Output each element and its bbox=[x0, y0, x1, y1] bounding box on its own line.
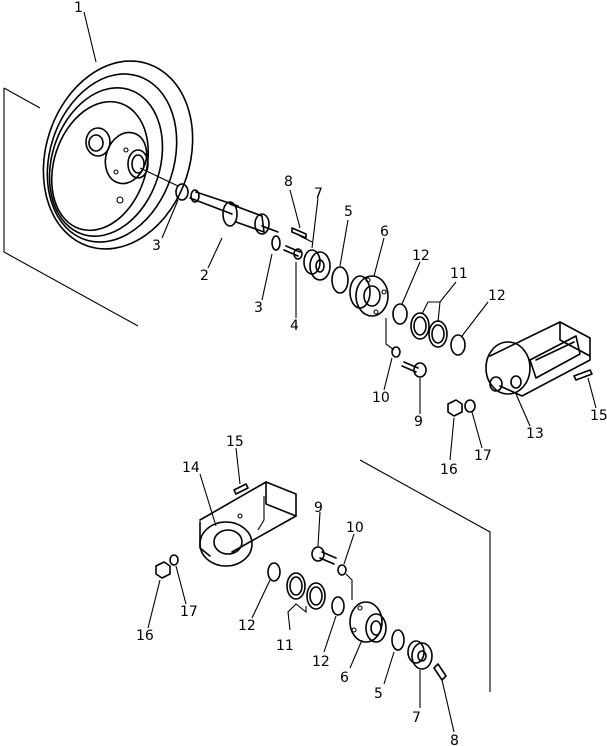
callout-7: 7 bbox=[412, 710, 421, 726]
callout-2: 2 bbox=[200, 268, 209, 284]
callout-16: 16 bbox=[440, 462, 458, 478]
o-ring-3-upper bbox=[175, 183, 189, 201]
callout-13: 13 bbox=[526, 426, 544, 442]
leader-lines bbox=[83, 11, 597, 733]
bolt-9-upper bbox=[401, 361, 427, 378]
ring-12-lower-b bbox=[331, 596, 345, 616]
callout-7: 7 bbox=[314, 186, 323, 202]
callout-5: 5 bbox=[374, 686, 383, 702]
callout-5: 5 bbox=[344, 204, 353, 220]
callout-15: 15 bbox=[226, 434, 244, 450]
callout-11: 11 bbox=[450, 266, 468, 282]
washer-10-lower bbox=[337, 564, 347, 576]
callout-labels: 1 3 2 3 4 8 7 5 6 12 11 12 10 9 15 13 16… bbox=[74, 0, 607, 746]
reference-frame-lines bbox=[3, 87, 491, 692]
callout-12: 12 bbox=[488, 288, 506, 304]
callout-10: 10 bbox=[372, 390, 390, 406]
pin-15-upper bbox=[573, 369, 593, 381]
bolt-4-head bbox=[293, 248, 303, 260]
bracket-6-upper bbox=[349, 275, 389, 317]
o-ring-5-upper bbox=[331, 266, 349, 294]
o-ring-5-lower bbox=[391, 629, 405, 651]
collar-7-upper bbox=[303, 249, 331, 281]
callout-8: 8 bbox=[284, 174, 293, 190]
seal-11-lower bbox=[286, 572, 326, 610]
washer-17-upper bbox=[464, 399, 476, 413]
ring-12-upper-b bbox=[450, 334, 466, 356]
nut-16-lower bbox=[155, 561, 171, 579]
callout-3: 3 bbox=[152, 238, 161, 254]
pin-8-upper bbox=[291, 227, 307, 239]
callout-16: 16 bbox=[136, 628, 154, 644]
callout-15: 15 bbox=[590, 408, 607, 424]
support-14 bbox=[199, 481, 297, 567]
bracket-6-lower bbox=[349, 601, 387, 643]
callout-12: 12 bbox=[238, 618, 256, 634]
o-ring-3-lower bbox=[271, 235, 281, 251]
nut-16-upper bbox=[447, 399, 463, 417]
collar-7-lower bbox=[407, 640, 433, 670]
pin-15-lower bbox=[233, 483, 249, 495]
ring-12-lower-a bbox=[267, 562, 281, 582]
callout-14: 14 bbox=[182, 460, 200, 476]
callout-9: 9 bbox=[314, 500, 323, 516]
callout-4: 4 bbox=[290, 318, 299, 334]
support-13 bbox=[485, 321, 591, 397]
bolt-4 bbox=[283, 245, 301, 257]
washer-10-upper bbox=[391, 346, 401, 358]
callout-6: 6 bbox=[380, 224, 389, 240]
callout-17: 17 bbox=[180, 604, 198, 620]
idler-wheel bbox=[42, 60, 194, 250]
callout-12: 12 bbox=[312, 654, 330, 670]
ring-12-upper-a bbox=[392, 303, 408, 325]
pin-8-lower bbox=[433, 663, 447, 681]
callout-12: 12 bbox=[412, 248, 430, 264]
callout-6: 6 bbox=[340, 670, 349, 686]
shaft bbox=[189, 189, 279, 235]
callout-8: 8 bbox=[450, 733, 459, 746]
bolt-9-lower bbox=[311, 546, 337, 565]
washer-17-lower bbox=[169, 554, 179, 566]
callout-17: 17 bbox=[474, 448, 492, 464]
assembly-axis-lines bbox=[139, 167, 395, 600]
callout-3: 3 bbox=[254, 300, 263, 316]
callout-9: 9 bbox=[414, 414, 423, 430]
seal-11-upper bbox=[410, 312, 448, 348]
callout-11: 11 bbox=[276, 638, 294, 654]
callout-1: 1 bbox=[74, 0, 83, 16]
callout-10: 10 bbox=[346, 520, 364, 536]
